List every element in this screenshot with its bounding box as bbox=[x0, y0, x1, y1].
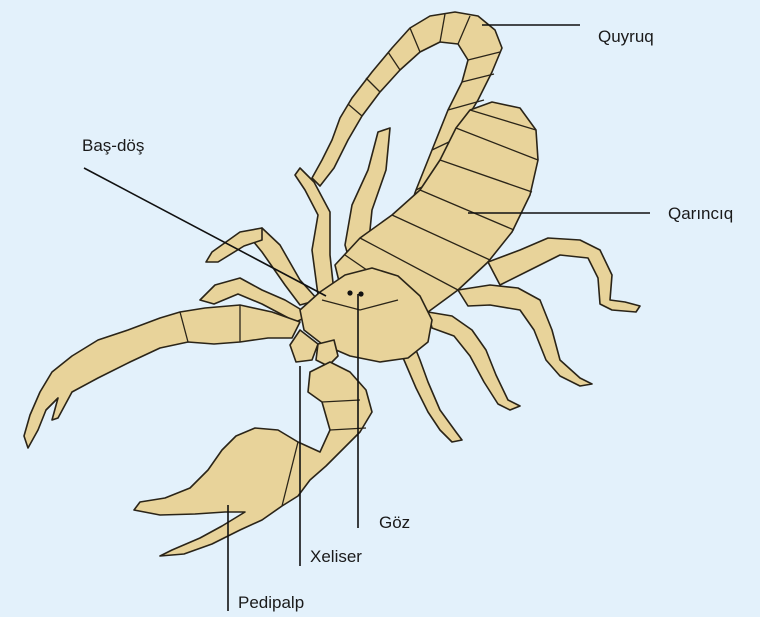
label-cephalothorax: Baş-döş bbox=[82, 137, 144, 154]
label-eye: Göz bbox=[379, 514, 410, 531]
label-tail: Quyruq bbox=[598, 28, 654, 45]
label-chelicera: Xeliser bbox=[310, 548, 362, 565]
right-pedipalp-shape bbox=[134, 362, 372, 556]
left-pedipalp-shape bbox=[24, 305, 300, 448]
label-abdomen: Qarıncıq bbox=[668, 205, 733, 222]
label-pedipalp: Pedipalp bbox=[238, 594, 304, 611]
